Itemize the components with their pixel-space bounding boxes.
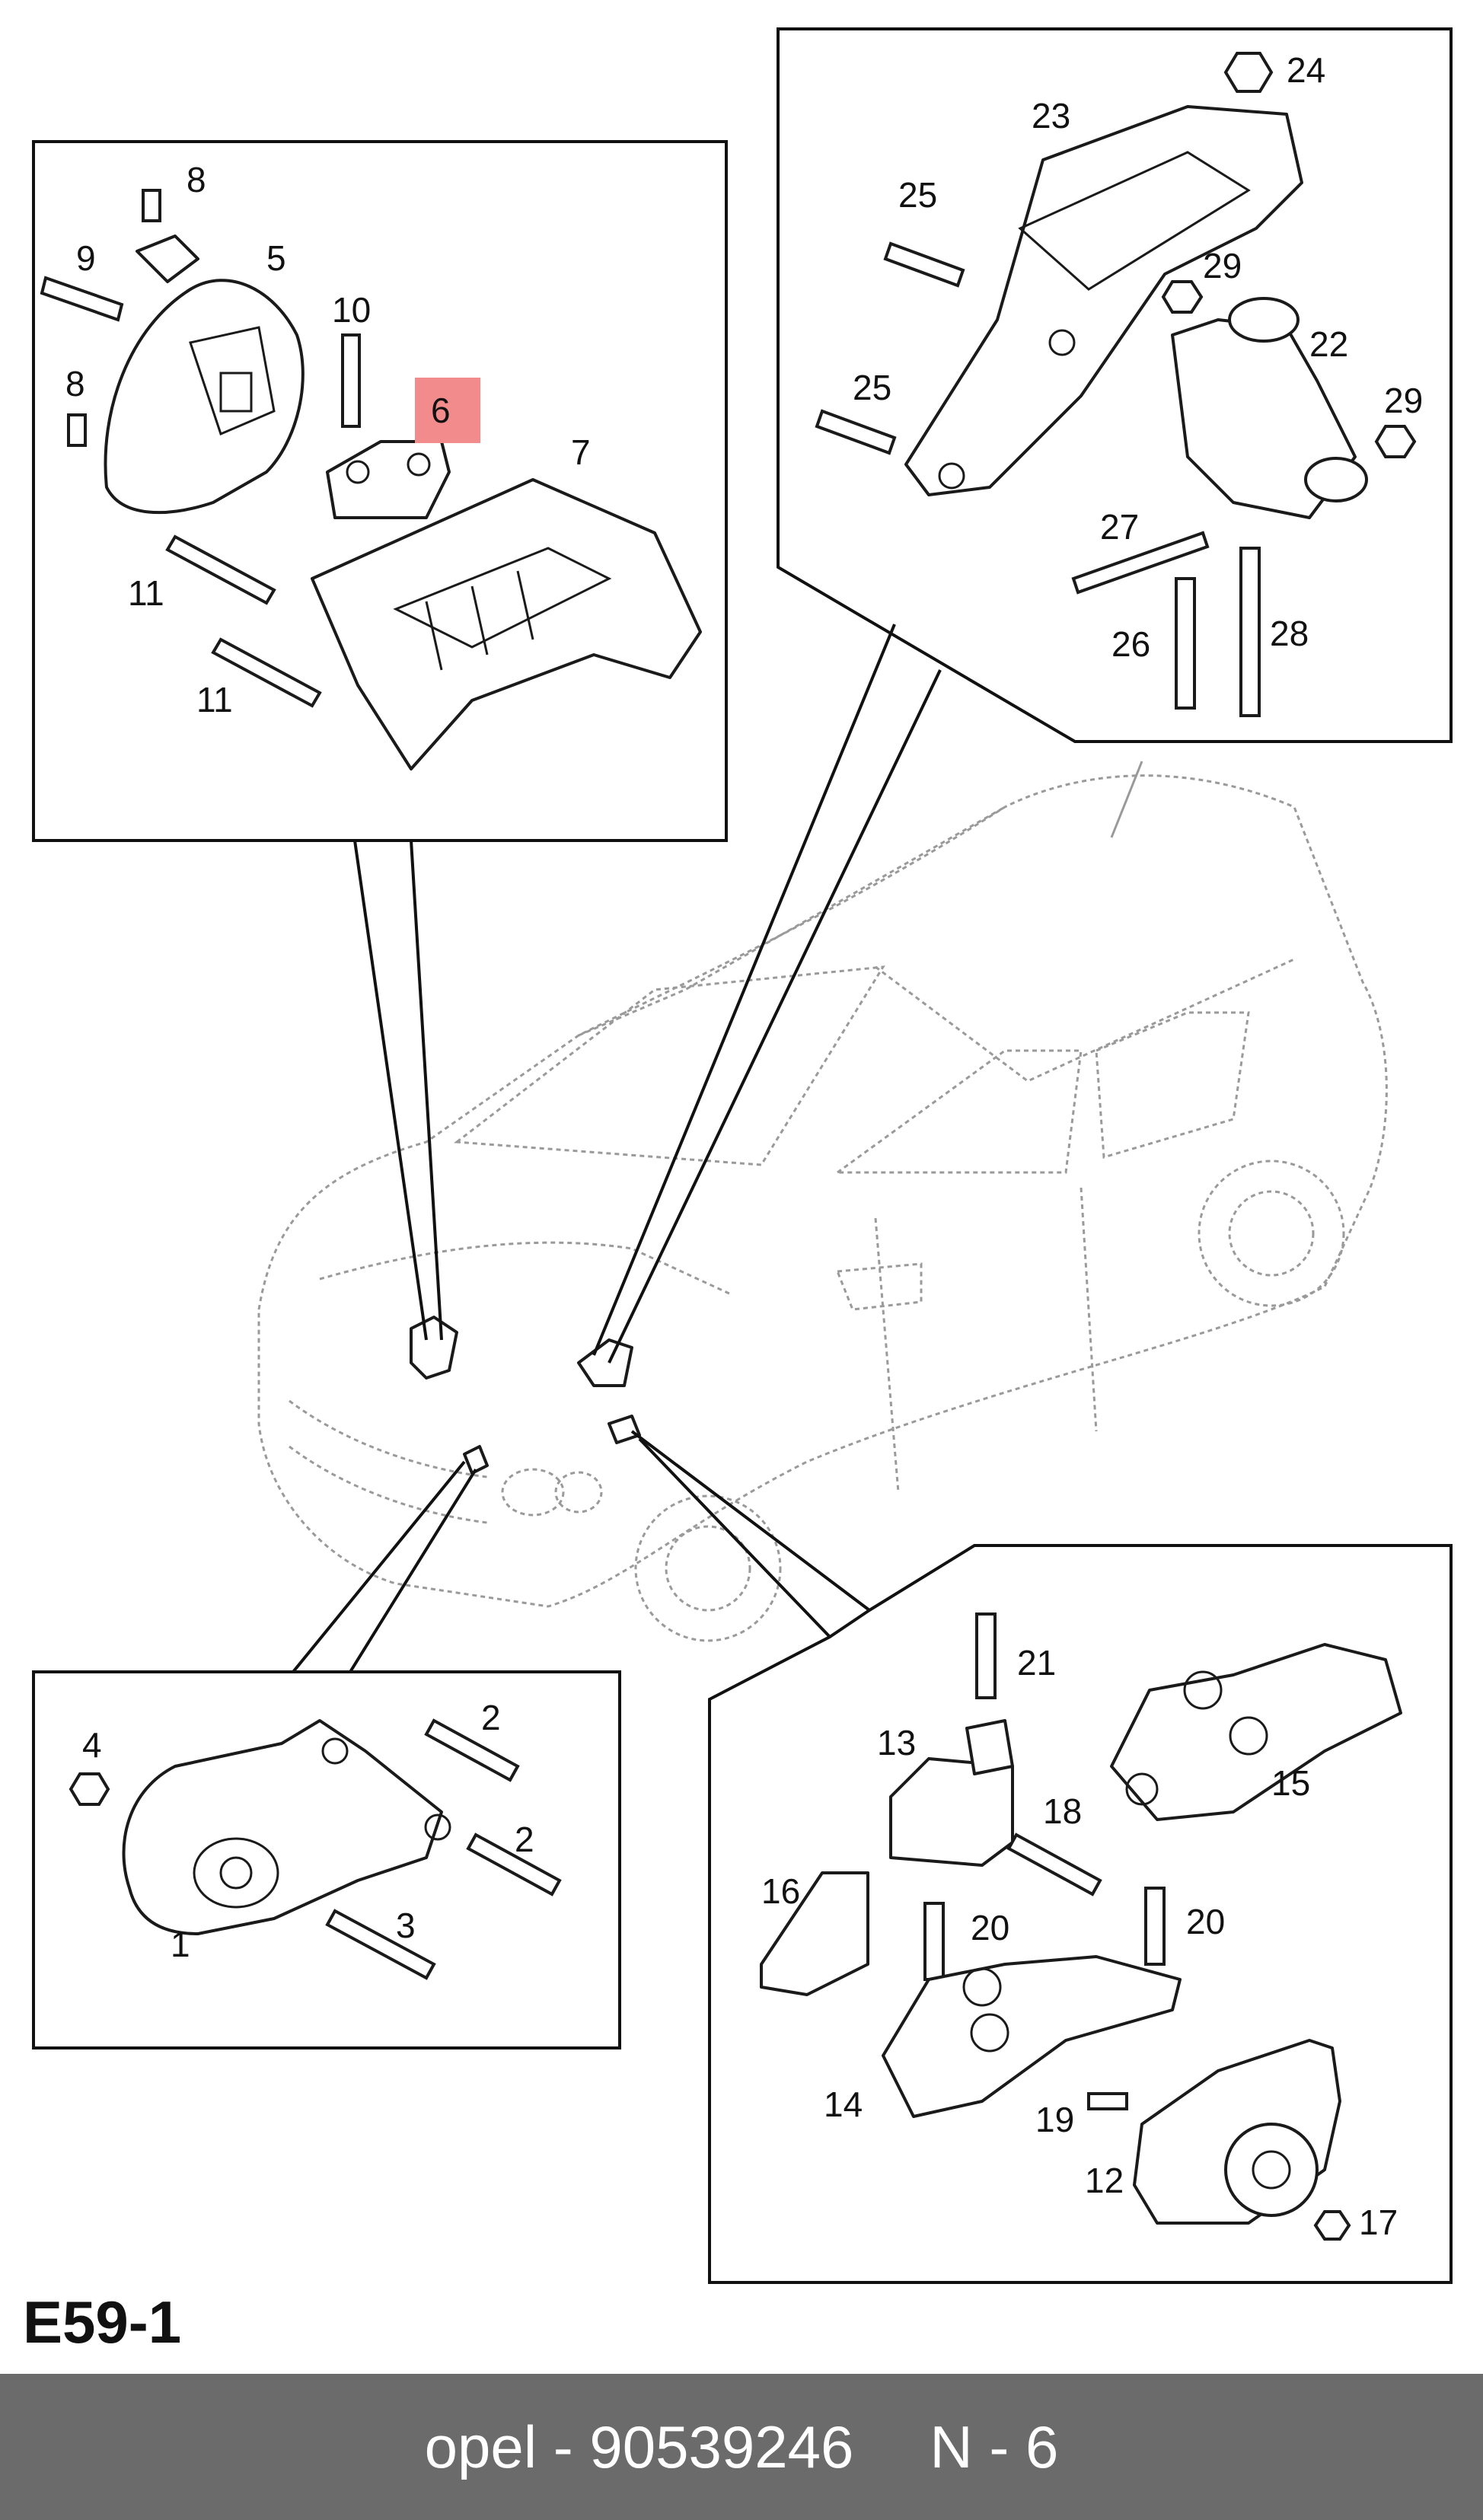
callout-label: 5 <box>266 238 286 278</box>
callout-label: 1 <box>171 1925 190 1964</box>
callout-label: 16 <box>761 1871 800 1911</box>
callout-label: 9 <box>76 238 96 278</box>
callout-label: 29 <box>1203 246 1242 285</box>
labels-bottom-right: 21 13 15 18 16 20 20 14 19 12 17 <box>761 1643 1398 2242</box>
callout-label: 27 <box>1100 507 1139 547</box>
parts-diagram: 8 9 5 10 6 8 7 11 11 24 23 25 29 22 25 2… <box>32 27 1453 2284</box>
callout-bottom-right <box>708 1544 1453 2284</box>
callout-label: 11 <box>128 573 164 613</box>
callout-label: 25 <box>898 175 937 215</box>
callout-label: 24 <box>1287 50 1325 90</box>
footer-part-info: opel - 90539246 <box>424 2413 854 2480</box>
labels-top-right: 24 23 25 29 22 25 29 27 26 28 <box>853 50 1423 664</box>
callout-label: 14 <box>824 2085 863 2124</box>
callout-label: 22 <box>1309 324 1348 364</box>
callout-label: 29 <box>1384 381 1423 420</box>
labels-bottom-left: 4 2 2 1 3 <box>82 1698 534 1964</box>
callout-label: 10 <box>332 290 371 330</box>
callout-label: 8 <box>187 160 206 199</box>
mount-locations <box>410 1316 641 1475</box>
callout-label: 26 <box>1111 624 1150 664</box>
highlight-part-6 <box>415 378 480 443</box>
callout-label: 15 <box>1271 1763 1310 1803</box>
diagram-code: E59-1 <box>23 2289 182 2356</box>
callout-label: 3 <box>396 1906 416 1945</box>
car-illustration <box>257 761 1388 1642</box>
callout-label: 28 <box>1270 614 1309 653</box>
callout-label: 20 <box>1186 1902 1225 1941</box>
callout-label: 2 <box>481 1698 501 1737</box>
callout-label: 8 <box>65 364 85 404</box>
callout-label: 20 <box>971 1908 1009 1947</box>
labels-top-left: 8 9 5 10 6 8 7 11 11 <box>65 160 591 719</box>
callout-label: 11 <box>196 680 233 719</box>
callout-label: 18 <box>1043 1791 1082 1831</box>
callout-label: 2 <box>515 1820 534 1859</box>
callout-top-left <box>32 140 728 842</box>
callout-label: 4 <box>82 1725 102 1765</box>
callout-label: 12 <box>1085 2161 1124 2200</box>
callout-label-highlighted: 6 <box>431 391 451 430</box>
footer-position: N - 6 <box>930 2413 1059 2480</box>
callout-top-right <box>777 27 1453 743</box>
callout-label: 7 <box>571 432 591 472</box>
callout-bottom-left <box>32 1670 621 2049</box>
callout-label: 25 <box>853 368 891 407</box>
footer-bar: opel - 90539246 N - 6 <box>0 2374 1483 2520</box>
callout-label: 19 <box>1035 2100 1074 2139</box>
callout-label: 17 <box>1359 2203 1398 2242</box>
callout-label: 21 <box>1017 1643 1056 1683</box>
callout-label: 23 <box>1032 96 1070 136</box>
callout-label: 13 <box>877 1723 916 1762</box>
